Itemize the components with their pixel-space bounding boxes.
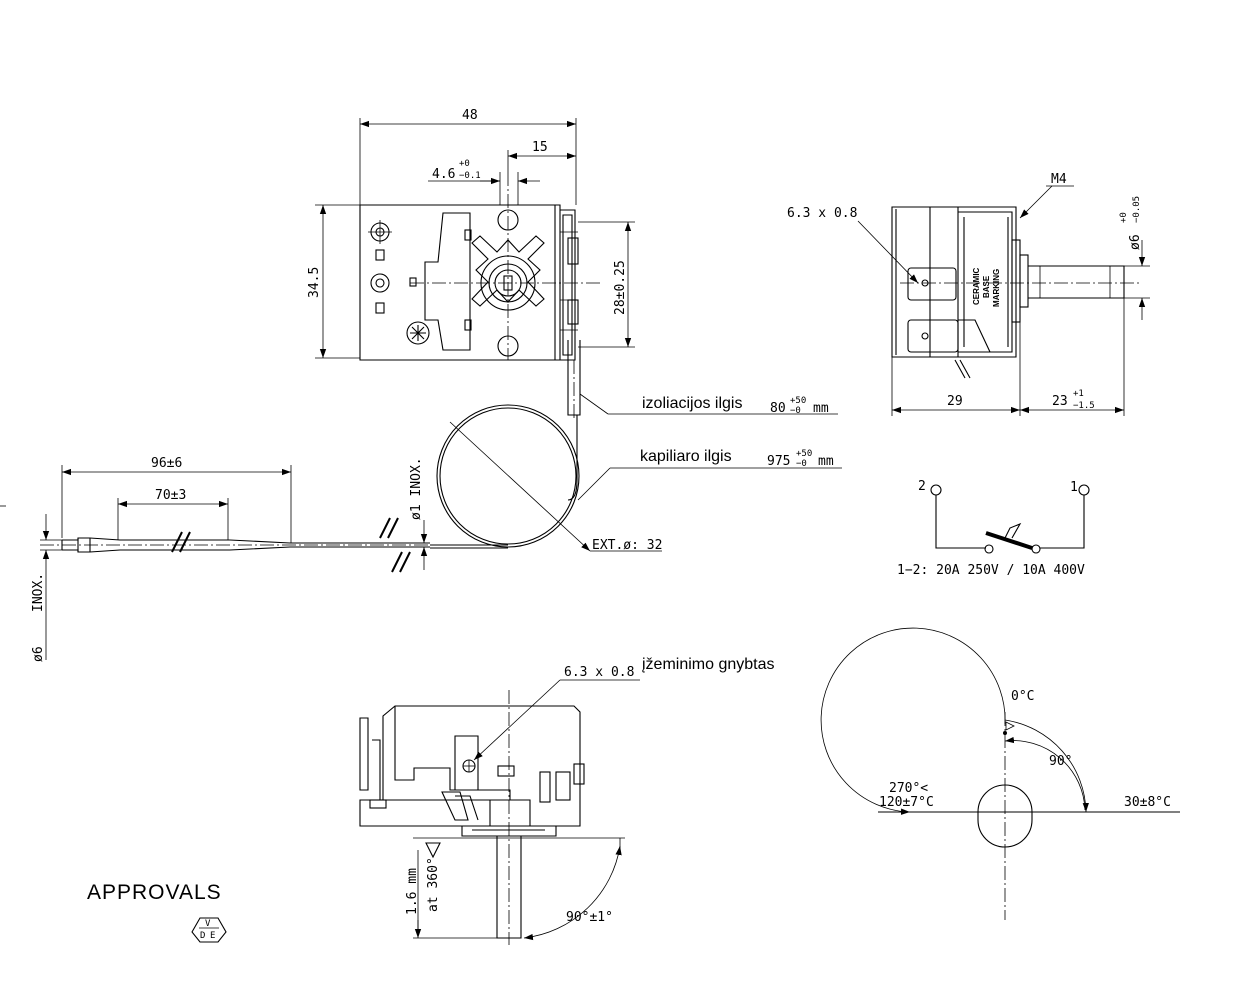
dim-offset-15: 15	[532, 140, 548, 155]
capillary-unit: mm	[818, 454, 834, 469]
marking-line-3: MARKING	[992, 269, 1001, 307]
bulb-diameter: ø6	[31, 646, 46, 662]
switch-rating: 1−2: 20A 250V / 10A 400V	[897, 563, 1085, 578]
capillary-tol-upper: +50	[796, 449, 812, 459]
shaft-diameter: ø6	[1128, 234, 1143, 250]
dial-end-angle: 270°<	[889, 781, 928, 796]
capillary-length-label: kapiliaro ilgis	[640, 448, 732, 465]
runout-value: 1.6 mm	[405, 868, 420, 915]
terminal-1-label: 1	[1070, 480, 1078, 495]
terminal-2-label: 2	[918, 479, 926, 494]
star-wheel	[471, 235, 545, 307]
marking-line-1: CERAMIC	[972, 267, 981, 305]
dim-bulb-total: 96±6	[151, 456, 182, 471]
shaft-dia-tol-lower: −0.05	[1132, 196, 1142, 223]
runout-angle: at 360°	[426, 857, 441, 912]
side-shaft-length: 23	[1052, 394, 1068, 409]
shaft-dia-tol-upper: +0	[1119, 212, 1129, 223]
side-body-length: 29	[947, 394, 963, 409]
side-view-shaft	[1028, 265, 1125, 299]
marking-line-2: BASE	[982, 275, 991, 298]
dial-zero: 0°C	[1011, 689, 1034, 704]
dial-low-temp: 120±7°C	[879, 795, 934, 810]
dial-high-temp: 30±8°C	[1124, 795, 1171, 810]
insulation-length-label: izoliacijos ilgis	[642, 395, 742, 412]
side-view: CERAMIC BASE MARKING 6.3 x 0.8 M4 ø6 +0 …	[787, 172, 1150, 416]
approvals: APPROVALS V D E	[87, 881, 227, 943]
capillary-assembly: EXT.ø: 32	[430, 340, 842, 553]
approvals-title: APPROVALS	[87, 881, 222, 904]
dim-slot-tol-lower: −0.1	[459, 171, 481, 181]
dim-bulb-part: 70±3	[155, 488, 186, 503]
dial-rotation: 90°	[1049, 754, 1072, 769]
sensor-bulb: 96±6 70±3 INOX. ø6 ø1 INOX.	[31, 456, 430, 662]
ground-terminal-label: įžeminimo gnybtas	[642, 656, 775, 673]
front-view: 6.3 x 0.8 įžeminimo gnybtas 1.6 mm at 36…	[359, 656, 775, 945]
coil-ext-diameter: EXT.ø: 32	[592, 538, 662, 553]
vde-mark-e: E	[210, 931, 215, 941]
insulation-tol-lower: −0	[790, 406, 801, 416]
switch-schematic: 2 1 1−2: 20A 250V / 10A 400V	[897, 479, 1090, 578]
capillary-diameter: ø1 INOX.	[409, 457, 424, 520]
dim-width-48: 48	[462, 108, 478, 123]
capillary-coil	[439, 407, 577, 545]
insulation-length-value: 80	[770, 401, 786, 416]
capillary-tol-lower: −0	[796, 459, 807, 469]
shaft-angle: 90°±1°	[566, 910, 613, 925]
side-view-body	[891, 206, 1017, 358]
dim-height-34-5: 34.5	[307, 267, 322, 298]
rotation-dial: 0°C 90° 270°< 120±7°C 30±8°C	[820, 627, 1180, 920]
side-thread-size: M4	[1051, 172, 1067, 187]
top-view: 48 15 4.6 +0 −0.1 34.5 28±0.25	[307, 108, 635, 361]
vde-mark-v: V	[205, 919, 211, 929]
bulb-material: INOX.	[31, 573, 46, 612]
dim-slot-tol-upper: +0	[459, 159, 470, 169]
shaft-len-tol-lower: −1.5	[1073, 401, 1095, 411]
vde-mark-d: D	[200, 931, 205, 941]
capillary-length-value: 975	[767, 454, 790, 469]
vde-mark-icon	[191, 917, 227, 943]
insulation-unit: mm	[813, 401, 829, 416]
shaft-len-tol-upper: +1	[1073, 389, 1084, 399]
front-view-body	[359, 705, 581, 827]
dim-slot-width: 4.6	[432, 167, 455, 182]
side-terminal-size: 6.3 x 0.8	[787, 206, 857, 221]
top-view-body	[359, 204, 561, 361]
insulation-tol-upper: +50	[790, 396, 806, 406]
dim-hole-spacing: 28±0.25	[613, 260, 628, 315]
ground-terminal-size: 6.3 x 0.8	[564, 665, 634, 680]
